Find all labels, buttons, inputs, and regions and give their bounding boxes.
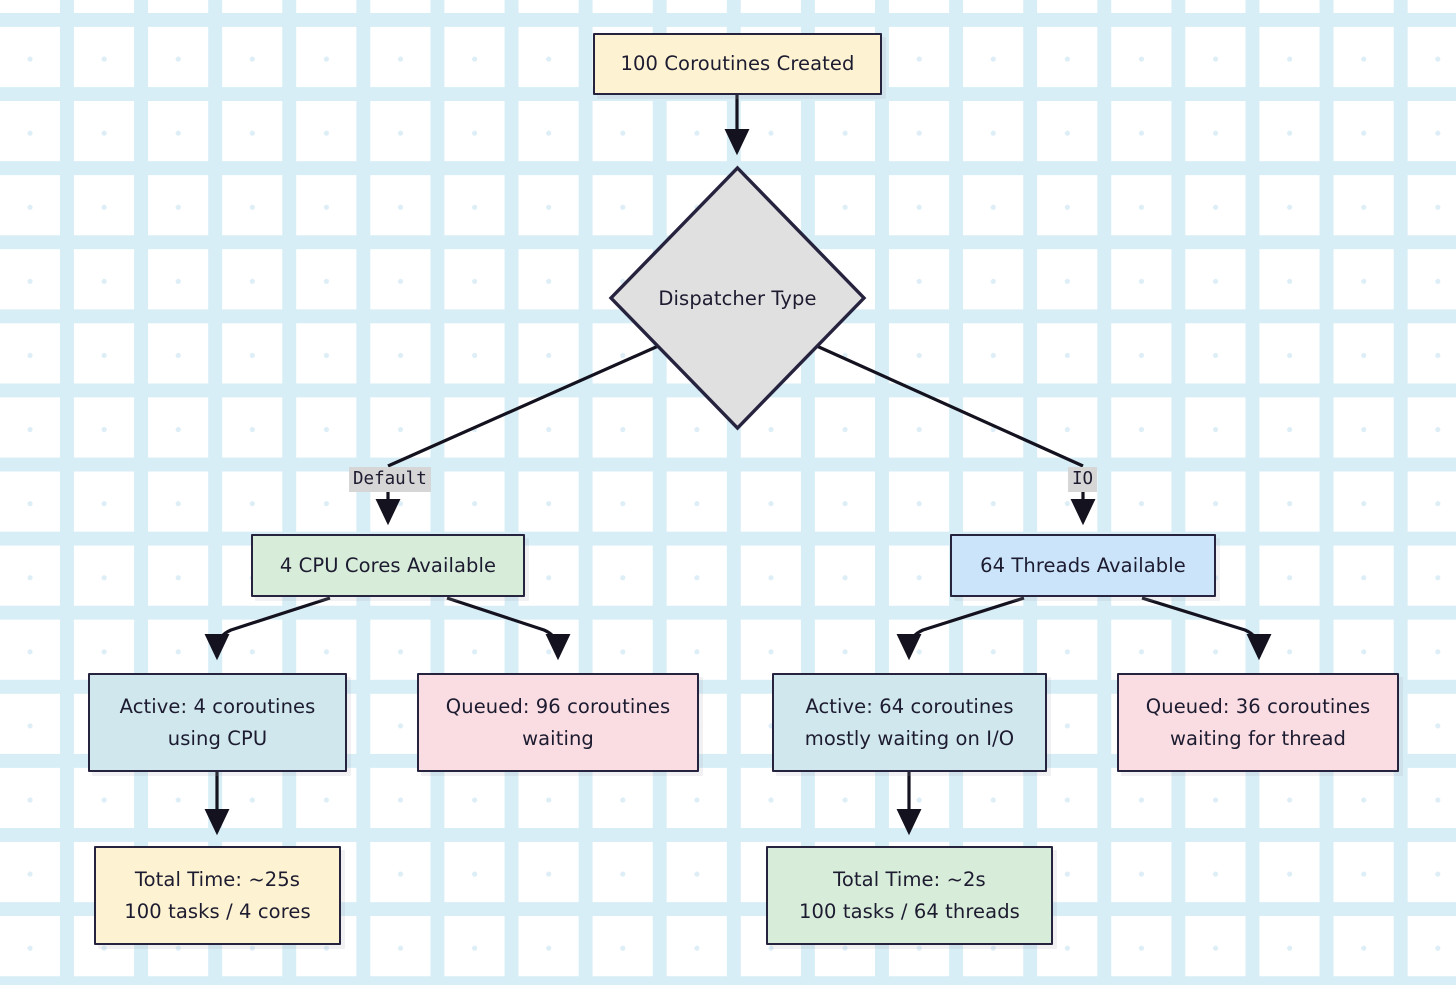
node-queued-cpu-line1: Queued: 96 coroutines — [445, 694, 671, 718]
edge-cpu-cores-to-queued-cpu — [446, 596, 571, 661]
node-queued-io-line1: Queued: 36 coroutines — [1145, 694, 1371, 718]
edge-label-default: Default — [349, 467, 431, 493]
node-decision[interactable]: Dispatcher Type — [606, 163, 869, 433]
node-total-cpu-line1: Total Time: ~25s — [134, 867, 301, 891]
node-queued-cpu[interactable]: Queued: 96 coroutines waiting — [417, 673, 699, 772]
node-active-io-line1: Active: 64 coroutines — [805, 694, 1014, 718]
edge-threads-to-queued-io — [1141, 596, 1272, 661]
diamond-shape — [608, 165, 867, 431]
node-active-cpu-line2: using CPU — [167, 726, 268, 750]
node-queued-io[interactable]: Queued: 36 coroutines waiting for thread — [1117, 673, 1399, 772]
node-total-cpu[interactable]: Total Time: ~25s 100 tasks / 4 cores — [94, 846, 341, 945]
node-threads[interactable]: 64 Threads Available — [950, 534, 1216, 597]
node-cpu-cores[interactable]: 4 CPU Cores Available — [251, 534, 525, 597]
node-total-cpu-line2: 100 tasks / 4 cores — [124, 899, 311, 923]
node-start[interactable]: 100 Coroutines Created — [593, 33, 882, 95]
node-active-cpu[interactable]: Active: 4 coroutines using CPU — [88, 673, 347, 772]
node-queued-io-line2: waiting for thread — [1169, 726, 1347, 750]
node-total-io[interactable]: Total Time: ~2s 100 tasks / 64 threads — [766, 846, 1053, 945]
edge-label-io: IO — [1068, 467, 1098, 493]
node-active-io[interactable]: Active: 64 coroutines mostly waiting on … — [772, 673, 1047, 772]
node-total-io-line1: Total Time: ~2s — [833, 867, 986, 891]
edge-threads-to-active-io — [896, 596, 1025, 661]
node-active-cpu-line1: Active: 4 coroutines — [119, 694, 316, 718]
node-queued-cpu-line2: waiting — [522, 726, 594, 750]
edge-cpu-cores-to-active-cpu — [204, 596, 331, 661]
node-total-io-line2: 100 tasks / 64 threads — [799, 899, 1020, 923]
node-active-io-line2: mostly waiting on I/O — [804, 726, 1015, 750]
